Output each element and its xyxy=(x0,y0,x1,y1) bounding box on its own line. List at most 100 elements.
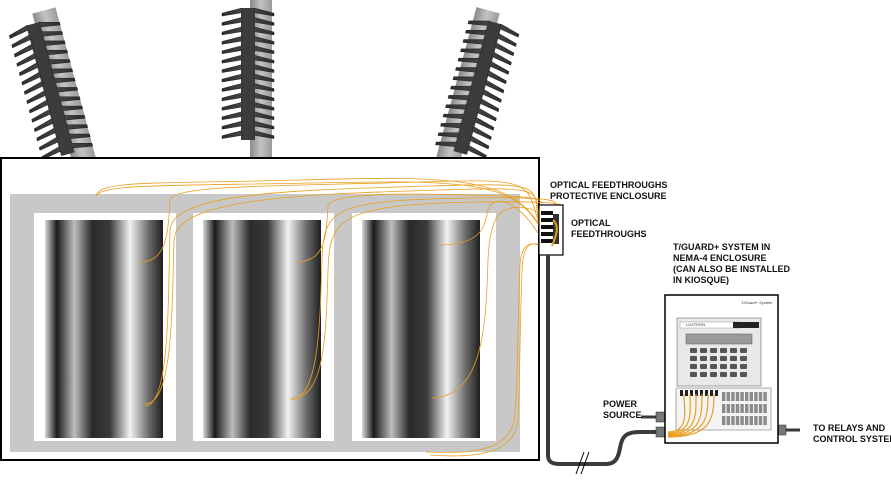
fiber-bundle xyxy=(551,219,558,247)
insulator-shed xyxy=(8,21,61,39)
fiber-connector xyxy=(695,390,698,396)
insulator-shed xyxy=(221,92,275,102)
terminal-block xyxy=(735,392,740,401)
keypad-key xyxy=(730,356,737,361)
keypad-key xyxy=(740,364,747,369)
label-line: NEMA-4 ENCLOSURE xyxy=(673,253,767,263)
insulator-shed xyxy=(11,31,64,49)
fiber-connector xyxy=(680,390,683,396)
keypad-key xyxy=(710,364,717,369)
keypad-key xyxy=(740,348,747,353)
insulator-shed xyxy=(437,132,490,150)
keypad-key xyxy=(710,356,717,361)
terminal-block xyxy=(763,404,767,413)
keypad-key xyxy=(700,348,707,353)
fiber-connector xyxy=(705,390,708,396)
terminal-block xyxy=(731,404,735,413)
terminal-block xyxy=(758,404,763,413)
winding-coil xyxy=(203,220,321,438)
label-line: CONTROL SYSTEM xyxy=(813,434,891,444)
bushing-right xyxy=(435,7,520,164)
label-system: T/GUARD+ SYSTEM IN NEMA-4 ENCLOSURE (CAN… xyxy=(673,242,790,286)
device-front-panel xyxy=(676,317,762,387)
terminal-block xyxy=(749,416,753,425)
keypad-key xyxy=(690,348,697,353)
insulator-shed xyxy=(31,105,83,123)
keypad-key xyxy=(740,372,747,377)
bushing-sheds xyxy=(8,21,93,160)
keypad-key xyxy=(730,372,737,377)
terminal-block xyxy=(731,392,735,401)
insulator-shed xyxy=(21,68,74,86)
device-fibers xyxy=(667,393,715,438)
terminal-block xyxy=(740,416,744,425)
label-optical-feedthroughs: OPTICAL FEEDTHROUGHS xyxy=(571,218,647,240)
fiber-connector xyxy=(710,390,713,396)
terminal-block xyxy=(754,416,758,425)
label-line: POWER xyxy=(603,399,638,409)
panel-text: LUXTRON xyxy=(686,322,706,327)
insulator-core xyxy=(26,22,75,157)
insulator-shed xyxy=(447,95,500,113)
insulator-shed xyxy=(221,26,275,36)
terminal-block xyxy=(763,392,767,401)
terminal-block xyxy=(754,392,758,401)
insulator-shed xyxy=(221,130,275,139)
keypad-key xyxy=(730,364,737,369)
terminal-block xyxy=(735,416,740,425)
bushing-rod xyxy=(32,7,96,164)
panel-logo xyxy=(733,322,759,328)
cable-break-mark xyxy=(575,451,590,475)
terminal-block xyxy=(726,404,730,413)
insulator-core xyxy=(453,20,502,155)
terminal-block xyxy=(749,404,753,413)
bushing-center xyxy=(221,0,275,160)
label-line: SOURCE xyxy=(603,410,642,420)
insulator-shed xyxy=(28,96,81,114)
winding-coil xyxy=(362,220,480,438)
insulator-core xyxy=(241,8,255,140)
terminal-block xyxy=(754,404,758,413)
terminal-block xyxy=(735,404,740,413)
keypad-key xyxy=(730,348,737,353)
insulator-shed xyxy=(465,29,517,47)
insulator-shed xyxy=(450,85,502,103)
insulator-shed xyxy=(462,39,515,57)
keypad-key xyxy=(700,372,707,377)
insulator-shed xyxy=(221,73,275,83)
terminal-block xyxy=(726,416,730,425)
label-line: FEEDTHROUGHS xyxy=(571,229,647,239)
fiber-connector xyxy=(690,390,693,396)
keypad-key xyxy=(710,348,717,353)
insulator-shed xyxy=(452,76,505,94)
terminal-blocks xyxy=(680,390,767,425)
insulator-shed xyxy=(455,67,507,85)
label-power-source: POWER SOURCE xyxy=(603,399,642,421)
insulator-shed xyxy=(221,101,275,111)
fiber-connector xyxy=(685,390,688,396)
insulator-shed xyxy=(467,20,520,38)
terminal-block xyxy=(763,416,767,425)
terminal-block xyxy=(758,392,763,401)
insulator-shed xyxy=(26,87,79,105)
terminal-block xyxy=(745,392,749,401)
terminal-block xyxy=(722,404,726,413)
label-line: OPTICAL FEEDTHROUGHS xyxy=(550,180,668,190)
terminal-block xyxy=(745,416,749,425)
insulator-shed xyxy=(442,113,495,131)
label-line: OPTICAL xyxy=(571,218,611,228)
insulator-shed xyxy=(38,133,91,151)
terminal-block xyxy=(749,392,753,401)
insulator-shed xyxy=(33,115,86,132)
insulator-shed xyxy=(18,59,71,77)
label-line: TO RELAYS AND xyxy=(813,423,886,433)
keypad-key xyxy=(740,356,747,361)
terminal-block xyxy=(745,404,749,413)
keypad-key xyxy=(720,364,727,369)
fiber-connector xyxy=(715,390,718,396)
terminal-block xyxy=(726,392,730,401)
label-line: T/GUARD+ SYSTEM IN xyxy=(673,242,771,252)
insulator-shed xyxy=(221,45,275,55)
keypad xyxy=(690,348,747,377)
label-relays: TO RELAYS AND CONTROL SYSTEM xyxy=(813,423,891,445)
